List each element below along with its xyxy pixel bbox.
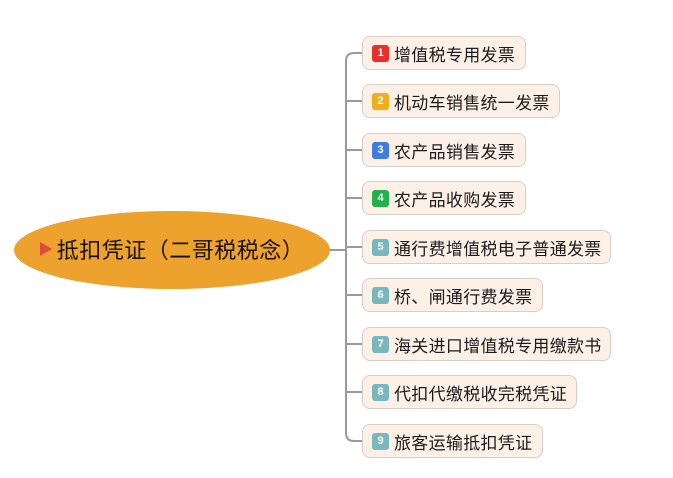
child-node-label: 海关进口增值税专用缴款书 xyxy=(394,336,602,356)
child-node-label: 农产品收购发票 xyxy=(394,190,516,210)
child-node-index-badge: 1 xyxy=(372,44,389,62)
child-node[interactable]: 5 通行费增值税电子普通发票 xyxy=(362,230,611,264)
child-node-index-badge: 4 xyxy=(372,189,389,207)
child-node-index-badge: 5 xyxy=(372,238,389,256)
child-node[interactable]: 9 旅客运输抵扣凭证 xyxy=(362,424,543,458)
child-node[interactable]: 8 代扣代缴税收完税凭证 xyxy=(362,375,577,409)
child-node-label: 旅客运输抵扣凭证 xyxy=(394,433,533,453)
child-node-index-badge: 3 xyxy=(372,141,389,159)
child-node[interactable]: 7 海关进口增值税专用缴款书 xyxy=(362,327,611,361)
connector-branch xyxy=(345,432,363,442)
child-node-index-badge: 8 xyxy=(372,383,389,401)
child-node[interactable]: 4 农产品收购发票 xyxy=(362,181,526,215)
child-node-index-badge: 6 xyxy=(372,286,389,304)
connector-branch xyxy=(345,52,363,62)
child-node[interactable]: 3 农产品销售发票 xyxy=(362,133,526,167)
child-node-label: 通行费增值税电子普通发票 xyxy=(394,239,602,259)
child-node-label: 农产品销售发票 xyxy=(394,142,516,162)
child-node[interactable]: 1 增值税专用发票 xyxy=(362,36,526,70)
child-node[interactable]: 6 桥、闸通行费发票 xyxy=(362,278,543,312)
child-node-index-badge: 9 xyxy=(372,432,389,450)
root-node[interactable]: 抵扣凭证（二哥税税念） xyxy=(14,211,330,289)
child-node-label: 桥、闸通行费发票 xyxy=(394,287,533,307)
child-node[interactable]: 2 机动车销售统一发票 xyxy=(362,84,560,118)
triangle-right-icon xyxy=(39,242,52,256)
child-node-index-badge: 7 xyxy=(372,335,389,353)
root-node-content: 抵扣凭证（二哥税税念） xyxy=(39,233,305,265)
child-node-label: 机动车销售统一发票 xyxy=(394,93,550,113)
child-node-label: 增值税专用发票 xyxy=(394,45,516,65)
root-node-label: 抵扣凭证（二哥税税念） xyxy=(56,238,305,263)
child-node-index-badge: 2 xyxy=(372,92,389,110)
child-node-label: 代扣代缴税收完税凭证 xyxy=(394,384,567,404)
